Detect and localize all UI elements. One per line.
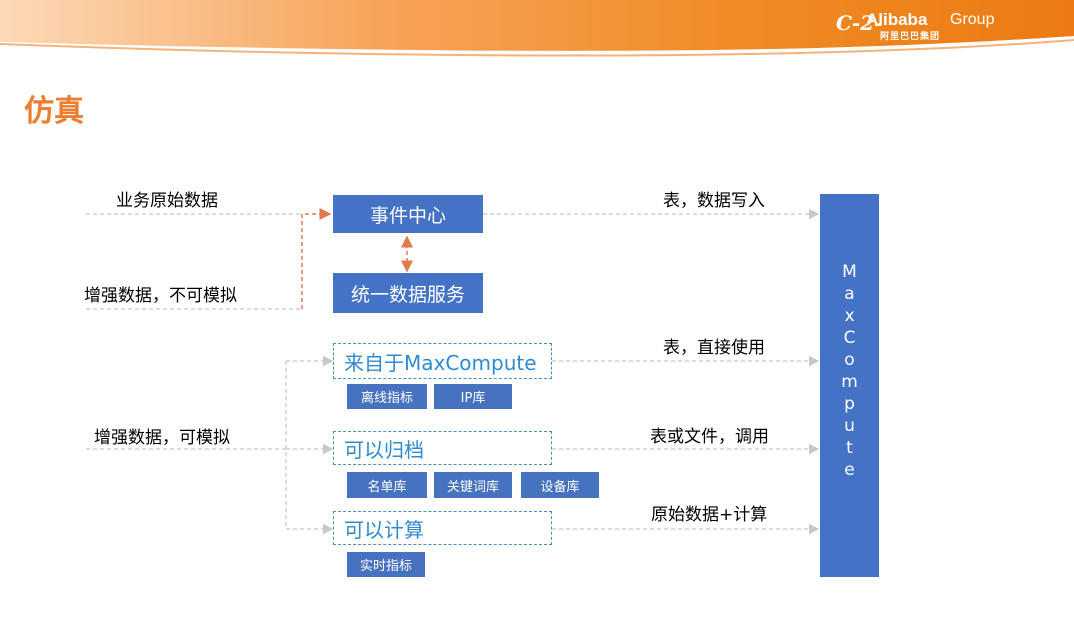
label-table-or-file-call: 表或文件，调用 [650, 427, 769, 447]
maxcompute-letter: C [843, 328, 856, 348]
label-raw-data-plus-compute: 原始数据+计算 [651, 505, 768, 525]
label-enhanced-data-not-simulable: 增强数据，不可模拟 [84, 286, 237, 306]
label-table-write: 表，数据写入 [663, 191, 765, 211]
logo-group-text: Group [950, 11, 995, 28]
logo-chinese-text: 阿里巴巴集团 [880, 32, 941, 42]
group-computable: 可以计算 [333, 511, 552, 545]
alibaba-logo-icon: C-2- [836, 11, 883, 35]
chip-realtime-metrics: 实时指标 [347, 552, 425, 577]
header-banner [0, 0, 1074, 57]
maxcompute-letter: m [841, 372, 858, 392]
event-center-box: 事件中心 [333, 195, 483, 233]
alibaba-group-logo: C-2- Alibaba Group 阿里巴巴集团 [836, 8, 1056, 42]
chip-keyword-library: 关键词库 [434, 472, 512, 498]
group-from-maxcompute: 来自于MaxCompute [333, 343, 552, 379]
maxcompute-letter: t [846, 438, 853, 458]
maxcompute-letter: M [842, 262, 857, 282]
maxcompute-letter: x [844, 306, 855, 326]
label-raw-business-data: 业务原始数据 [116, 191, 218, 211]
group-archivable: 可以归档 [333, 431, 552, 465]
chip-name-list-library: 名单库 [347, 472, 427, 498]
label-table-direct-use: 表，直接使用 [663, 338, 765, 358]
maxcompute-column: M a x C o m p u t e [820, 194, 879, 577]
maxcompute-letter: p [844, 394, 855, 414]
chip-ip-library: IP库 [434, 384, 512, 409]
page-title: 仿真 [24, 94, 84, 129]
label-enhanced-data-simulable: 增强数据，可模拟 [94, 428, 230, 448]
maxcompute-letter: u [844, 416, 855, 436]
maxcompute-letter: e [844, 460, 855, 480]
logo-brand-text: Alibaba [866, 10, 928, 29]
maxcompute-letter: o [844, 350, 855, 370]
chip-offline-metrics: 离线指标 [347, 384, 427, 409]
orange-merge-line [301, 208, 332, 309]
chip-device-library: 设备库 [521, 472, 599, 498]
maxcompute-letter: a [844, 284, 855, 304]
unified-data-service-box: 统一数据服务 [333, 273, 483, 313]
